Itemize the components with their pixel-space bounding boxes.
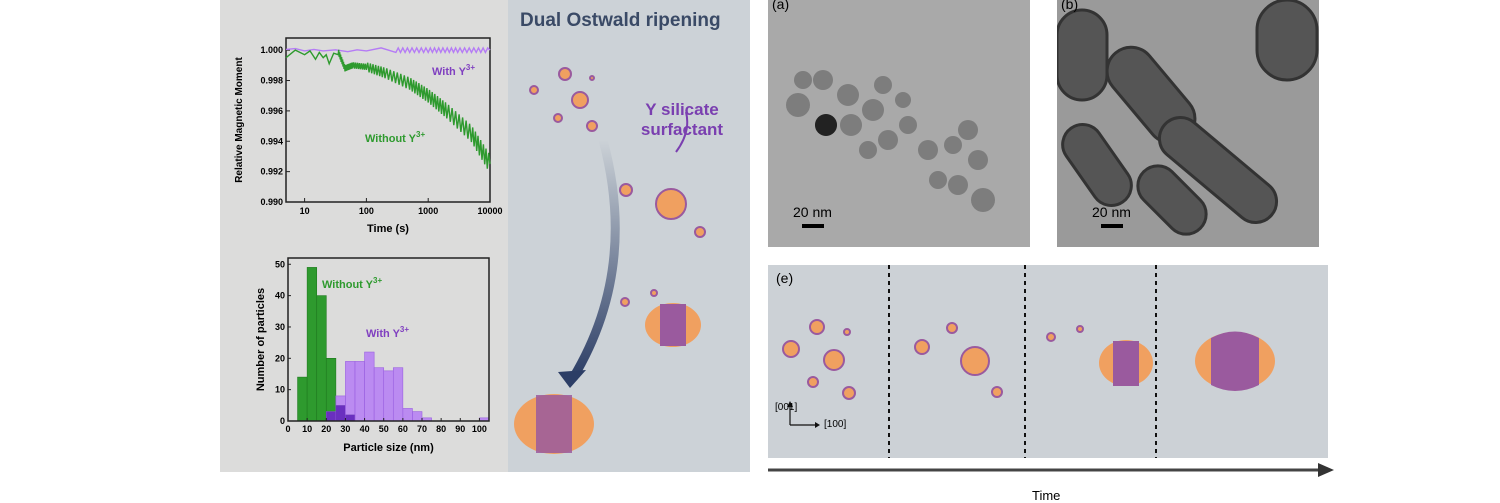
simulated-particles (782, 319, 1084, 400)
bar-with-y (373, 367, 385, 422)
pointer-arrow-icon (675, 111, 689, 153)
scale-bar (802, 224, 824, 228)
elongated-particle (1099, 340, 1153, 386)
y-tick-label: 0.992 (260, 167, 283, 177)
y-tick-label: 1.000 (260, 45, 283, 55)
schematic-title: Dual Ostwald ripening (520, 10, 721, 31)
x-tick-label: 100 (472, 424, 487, 434)
y-tick-label: 30 (275, 322, 285, 332)
surfactant-label: Y silicate surfactant (640, 100, 724, 139)
bar-overlap (345, 414, 355, 421)
x-axis-label: Time (s) (367, 223, 409, 235)
ripening-schematic (514, 67, 706, 454)
y-tick-label: 0.998 (260, 76, 283, 86)
x-tick-label: 100 (359, 206, 374, 216)
scale-bar (1101, 224, 1123, 228)
x-axis-label: Particle size (nm) (343, 442, 434, 454)
x-tick-label: 30 (340, 424, 350, 434)
scale-bar-label: 20 nm (1092, 204, 1131, 220)
y-tick-label: 40 (275, 291, 285, 301)
tem-image-b: (b) 20 nm (1057, 0, 1319, 247)
time-label: Time (1032, 488, 1061, 503)
crystal-axes-icon (789, 405, 816, 426)
y-axis-label: Relative Magnetic Moment (234, 57, 245, 183)
final-particle (514, 394, 594, 454)
y-axis-label: Number of particles (255, 288, 267, 391)
series-line-with-y (285, 46, 491, 55)
tem-image-a: (a) 20 nm (768, 0, 1030, 247)
bar-with-y (354, 361, 365, 422)
legend-without-y: Without Y3+ (322, 276, 382, 291)
y-tick-label: 0.990 (260, 197, 283, 207)
bar-without-y (297, 376, 308, 422)
panel-label-a: (a) (772, 0, 790, 12)
x-tick-label: 40 (360, 424, 370, 434)
legend-without-y: Without Y3+ (365, 130, 425, 145)
x-tick-label: 10 (300, 206, 310, 216)
y-tick-label: 50 (275, 259, 285, 269)
x-tick-label: 1000 (418, 206, 438, 216)
bar-with-y (412, 411, 423, 422)
bar-overlap (326, 411, 336, 421)
legend-with-y: With Y3+ (432, 63, 475, 78)
particles (529, 67, 706, 307)
x-tick-label: 10000 (477, 206, 502, 216)
y-tick-label: 0.994 (260, 136, 283, 146)
bar-overlap (335, 405, 346, 421)
panel-label-b: (b) (1061, 0, 1079, 12)
legend-with-y: With Y3+ (366, 325, 409, 340)
panel-label-e: (e) (776, 270, 794, 286)
x-tick-label: 60 (398, 424, 408, 434)
axis-001-label: [001] (775, 402, 798, 413)
plot-frame (287, 257, 490, 422)
ripening-schematic-panel (508, 0, 750, 472)
axis-100-label: [100] (824, 419, 847, 430)
bar-without-y (316, 295, 327, 422)
y-tick-label: 20 (275, 353, 285, 363)
bar-without-y (306, 267, 318, 422)
bar-with-y (345, 361, 356, 422)
x-tick-label: 80 (436, 424, 446, 434)
y-tick-label: 10 (275, 385, 285, 395)
x-tick-label: 50 (379, 424, 389, 434)
elongated-particle (645, 303, 701, 347)
process-arrow (569, 138, 620, 381)
y-tick-label: 0 (280, 416, 285, 426)
bar-with-y (383, 370, 394, 422)
final-particle (1195, 331, 1275, 391)
x-tick-label: 70 (417, 424, 427, 434)
time-arrow (768, 463, 1334, 477)
x-tick-label: 10 (302, 424, 312, 434)
x-tick-label: 20 (321, 424, 331, 434)
arrow-head-icon (558, 370, 586, 388)
scale-bar-label: 20 nm (793, 204, 832, 220)
plot-frame (285, 37, 491, 203)
x-tick-label: 90 (455, 424, 465, 434)
bar-with-y (392, 367, 404, 422)
y-tick-label: 0.996 (260, 106, 283, 116)
simulation-panel-e: (e) [001] [100] (768, 265, 1328, 458)
bar-with-y (402, 408, 413, 422)
bar-with-y (364, 351, 375, 422)
series-line-without-y (285, 49, 491, 169)
x-tick-label: 0 (285, 424, 290, 434)
